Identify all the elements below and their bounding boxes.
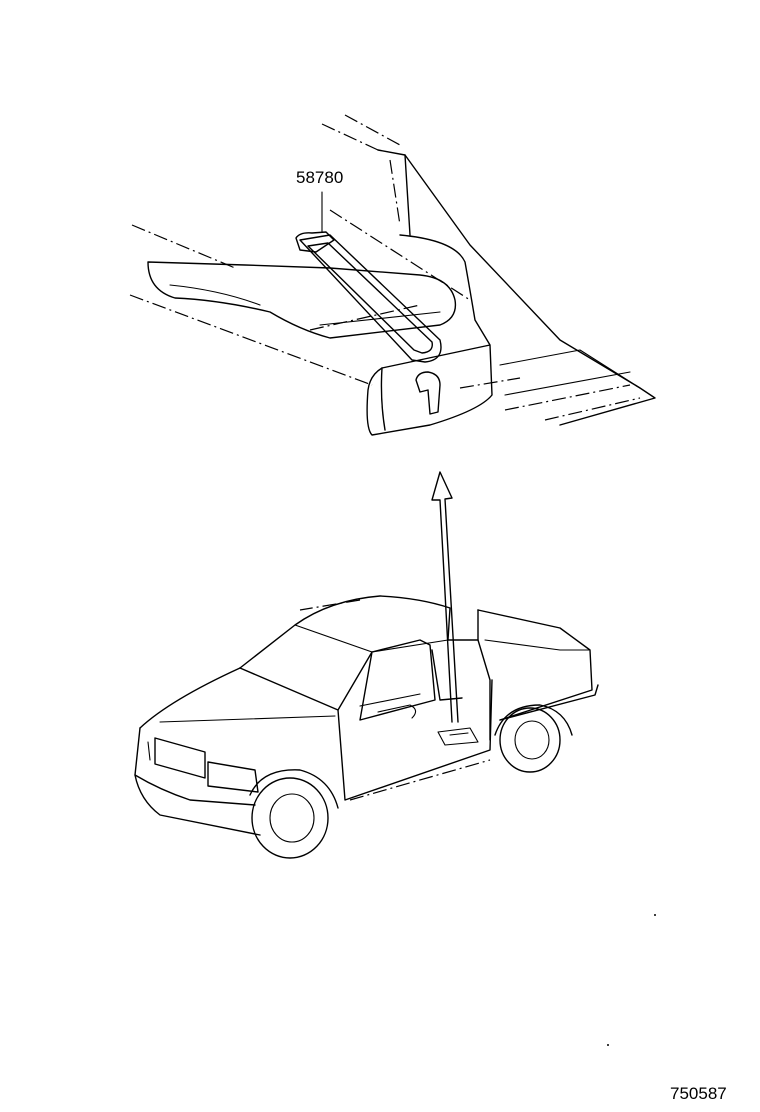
speck-dot <box>654 914 656 916</box>
detail-view <box>129 114 656 436</box>
pickup-truck <box>134 595 599 859</box>
speck-dot <box>607 1044 609 1046</box>
callout-arrow <box>431 471 459 723</box>
illustration-code: 750587 <box>670 1084 727 1103</box>
part-number-label: 58780 <box>296 168 344 187</box>
